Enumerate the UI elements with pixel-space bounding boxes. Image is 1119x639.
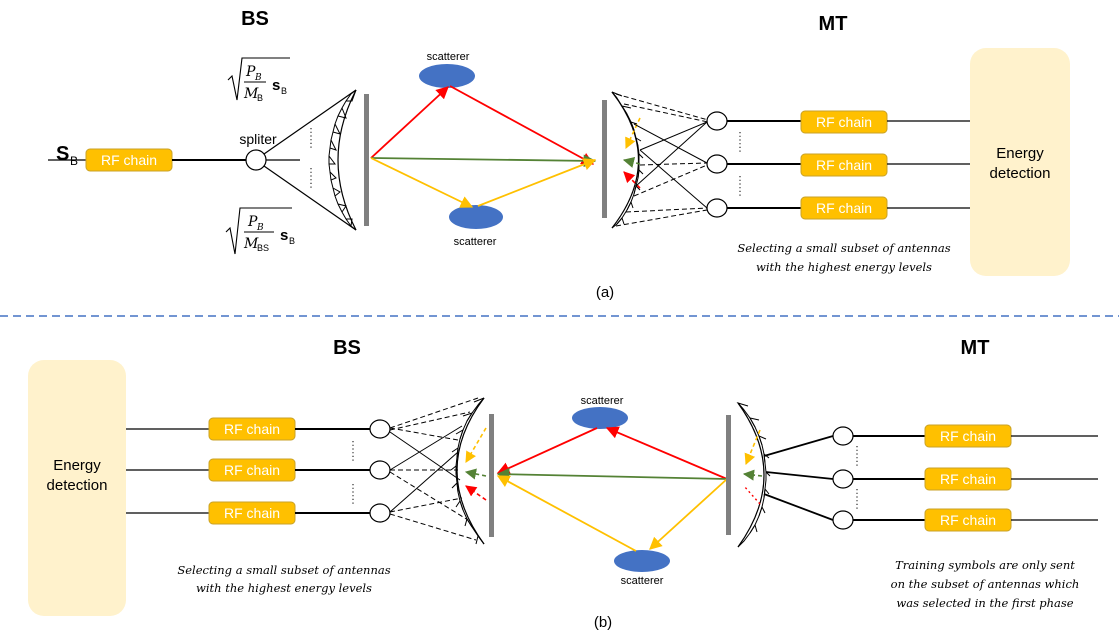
mt-rf-chain-b-2: RF chain: [924, 467, 1012, 491]
path-yellow-a1: [370, 157, 474, 208]
path-green-a: [370, 154, 597, 168]
panel-a-note-line2: with the highest energy levels: [756, 260, 932, 274]
mt-rf-chain-a-2: RF chain: [800, 153, 888, 177]
svg-text:s: s: [272, 77, 280, 94]
mt-rf-chain-b-1: RF chain: [924, 424, 1012, 448]
panel-b-mt-note-line2: on the subset of antennas which: [891, 577, 1080, 591]
path-red-b1: [605, 426, 728, 480]
power-formula-top: P B M B s B: [227, 57, 290, 103]
path-yellow-b1: [649, 478, 728, 550]
panel-a: BS MT S B RF chain spliter P B M B: [48, 8, 1070, 301]
svg-text:RF chain: RF chain: [816, 200, 872, 216]
energy-detection-a: Energy detection: [970, 48, 1070, 276]
scatterer-bottom-b-label: scatterer: [621, 575, 664, 587]
mt-array-wiring-b: [763, 435, 834, 521]
scatterer-top-b: [572, 407, 628, 429]
svg-text:detection: detection: [47, 477, 108, 494]
bs-rf-chain-b-3: RF chain: [208, 501, 296, 525]
scatterer-bottom-a-label: scatterer: [454, 236, 497, 248]
bs-rf-chain-b-2: RF chain: [208, 458, 296, 482]
panel-b: BS MT Energy detection RF chain RF chain…: [28, 337, 1098, 631]
svg-text:Energy: Energy: [996, 145, 1044, 162]
svg-text:B: B: [256, 223, 264, 233]
splitter-circle: [245, 149, 267, 171]
bs-lens-array-b: [450, 397, 494, 545]
svg-text:B: B: [281, 86, 287, 96]
path-green-b: [496, 467, 728, 481]
svg-text:B: B: [289, 236, 295, 246]
path-red-b2: [496, 427, 598, 475]
svg-text:B: B: [70, 154, 78, 168]
svg-text:B: B: [254, 73, 262, 83]
panel-b-mt-note-line1: Training symbols are only sent: [895, 558, 1075, 572]
path-red-a2: [449, 85, 595, 165]
svg-text:RF chain: RF chain: [940, 471, 996, 487]
svg-text:RF chain: RF chain: [224, 462, 280, 478]
path-yellow-a2: [477, 158, 597, 207]
svg-text:P: P: [247, 214, 258, 230]
svg-text:M: M: [243, 86, 259, 102]
svg-text:S: S: [56, 143, 69, 165]
splitter-line-top: [263, 89, 357, 155]
bs-array-wiring-b: [389, 397, 479, 541]
energy-detection-b: Energy detection: [28, 360, 126, 616]
panel-b-bs-note-line2: with the highest energy levels: [196, 581, 372, 595]
panel-a-caption: (a): [596, 284, 614, 301]
panel-b-caption: (b): [594, 614, 612, 631]
svg-text:P: P: [245, 64, 256, 80]
power-formula-bottom: P B M BS s B: [225, 207, 295, 255]
bs-rf-chain-b-1: RF chain: [208, 417, 296, 441]
scatterer-top-a-label: scatterer: [427, 51, 470, 63]
path-red-a1: [370, 86, 449, 159]
mt-lens-array-a: [602, 91, 644, 229]
bs-lens-array: [328, 89, 369, 231]
panel-b-bs-label: BS: [333, 337, 361, 359]
svg-text:RF chain: RF chain: [224, 505, 280, 521]
svg-text:B: B: [257, 93, 263, 103]
input-signal-label: S B: [56, 143, 78, 168]
scatterer-bottom-b: [614, 550, 670, 572]
panel-a-bs-label: BS: [241, 8, 269, 30]
svg-text:s: s: [280, 227, 288, 244]
svg-text:RF chain: RF chain: [816, 157, 872, 173]
bs-rf-chain: RF chain: [85, 148, 173, 172]
path-yellow-b2: [496, 475, 637, 552]
splitter-line-bottom: [263, 165, 357, 231]
panel-b-mt-note-line3: was selected in the first phase: [896, 596, 1073, 610]
svg-text:BS: BS: [257, 243, 269, 253]
svg-text:Energy: Energy: [53, 457, 101, 474]
panel-a-mt-label: MT: [819, 13, 848, 35]
mt-lens-array-b: [726, 402, 771, 548]
scatterer-top-b-label: scatterer: [581, 395, 624, 407]
spliter-label: spliter: [239, 131, 277, 147]
svg-text:RF chain: RF chain: [940, 428, 996, 444]
mt-array-wiring-a: [615, 93, 709, 227]
svg-text:M: M: [243, 236, 259, 252]
mt-rf-chain-a-3: RF chain: [800, 196, 888, 220]
panel-b-mt-label: MT: [961, 337, 990, 359]
panel-b-bs-note-line1: Selecting a small subset of antennas: [177, 563, 390, 577]
scatterer-top-a: [419, 64, 475, 88]
svg-text:detection: detection: [990, 165, 1051, 182]
svg-text:RF chain: RF chain: [224, 421, 280, 437]
svg-text:RF chain: RF chain: [940, 512, 996, 528]
svg-text:RF chain: RF chain: [816, 114, 872, 130]
svg-text:RF chain: RF chain: [101, 152, 157, 168]
mt-rf-chain-a-1: RF chain: [800, 110, 888, 134]
scatterer-bottom-a: [449, 205, 503, 229]
panel-a-note-line1: Selecting a small subset of antennas: [737, 241, 950, 255]
mt-rf-chain-b-3: RF chain: [924, 508, 1012, 532]
